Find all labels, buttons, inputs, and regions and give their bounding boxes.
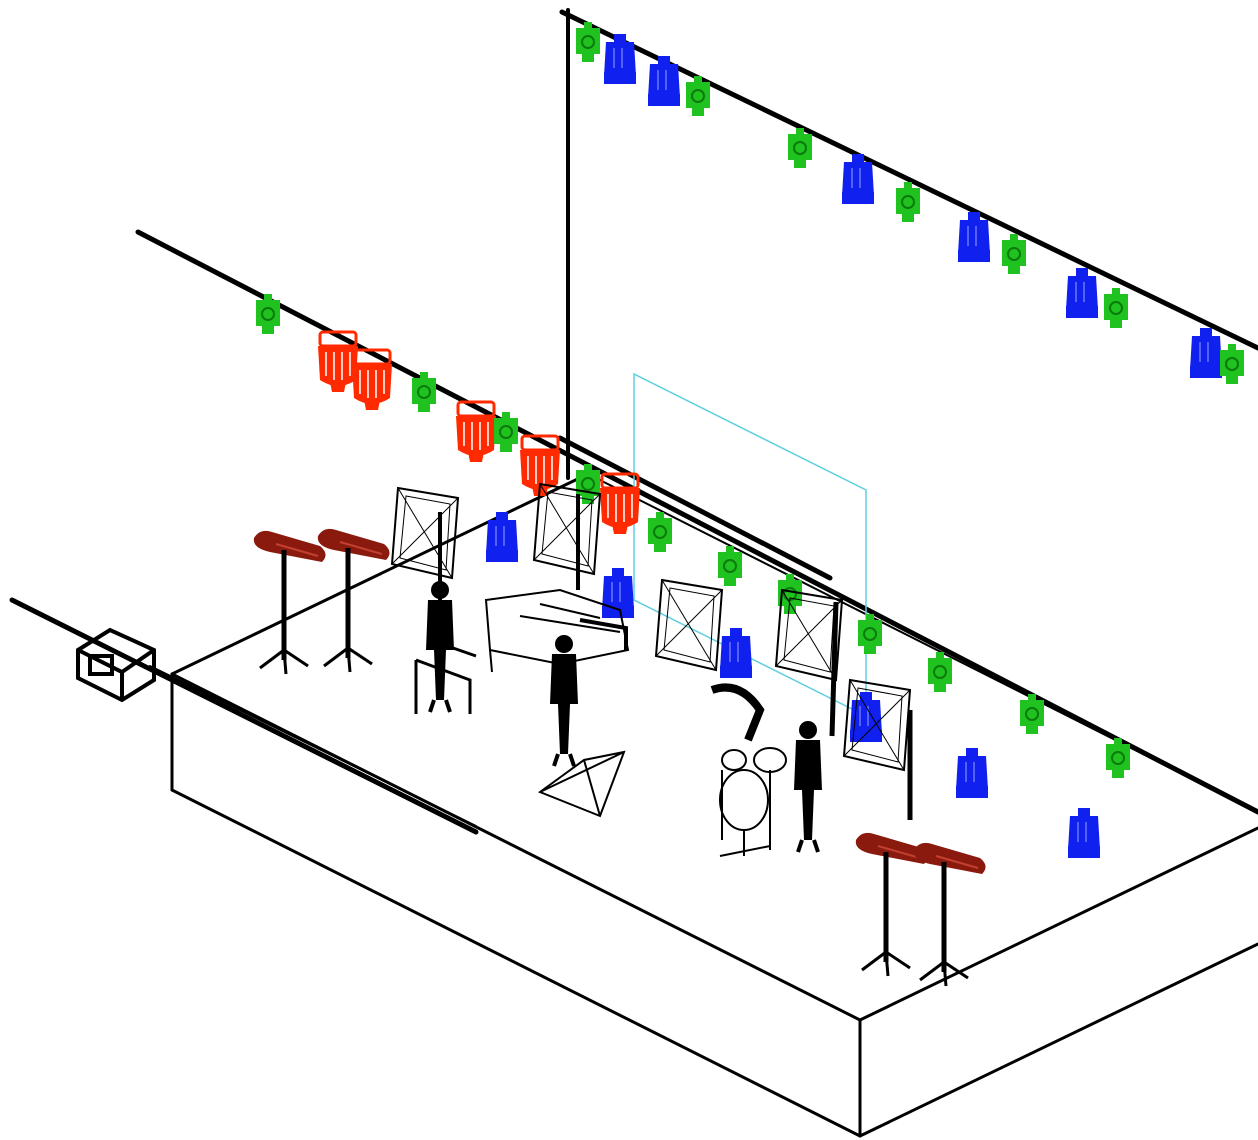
mid-rig-spotlights <box>255 293 1131 779</box>
chair-icon <box>414 638 477 714</box>
upper-rig-spotlights <box>575 21 1245 385</box>
stage-structure <box>9 8 1258 1138</box>
person-icon <box>792 719 824 854</box>
tripod-icon <box>537 750 626 818</box>
drum-kit-icon <box>719 747 787 857</box>
camera-icon <box>76 627 156 703</box>
person-icon <box>548 633 580 768</box>
performers <box>414 579 824 857</box>
